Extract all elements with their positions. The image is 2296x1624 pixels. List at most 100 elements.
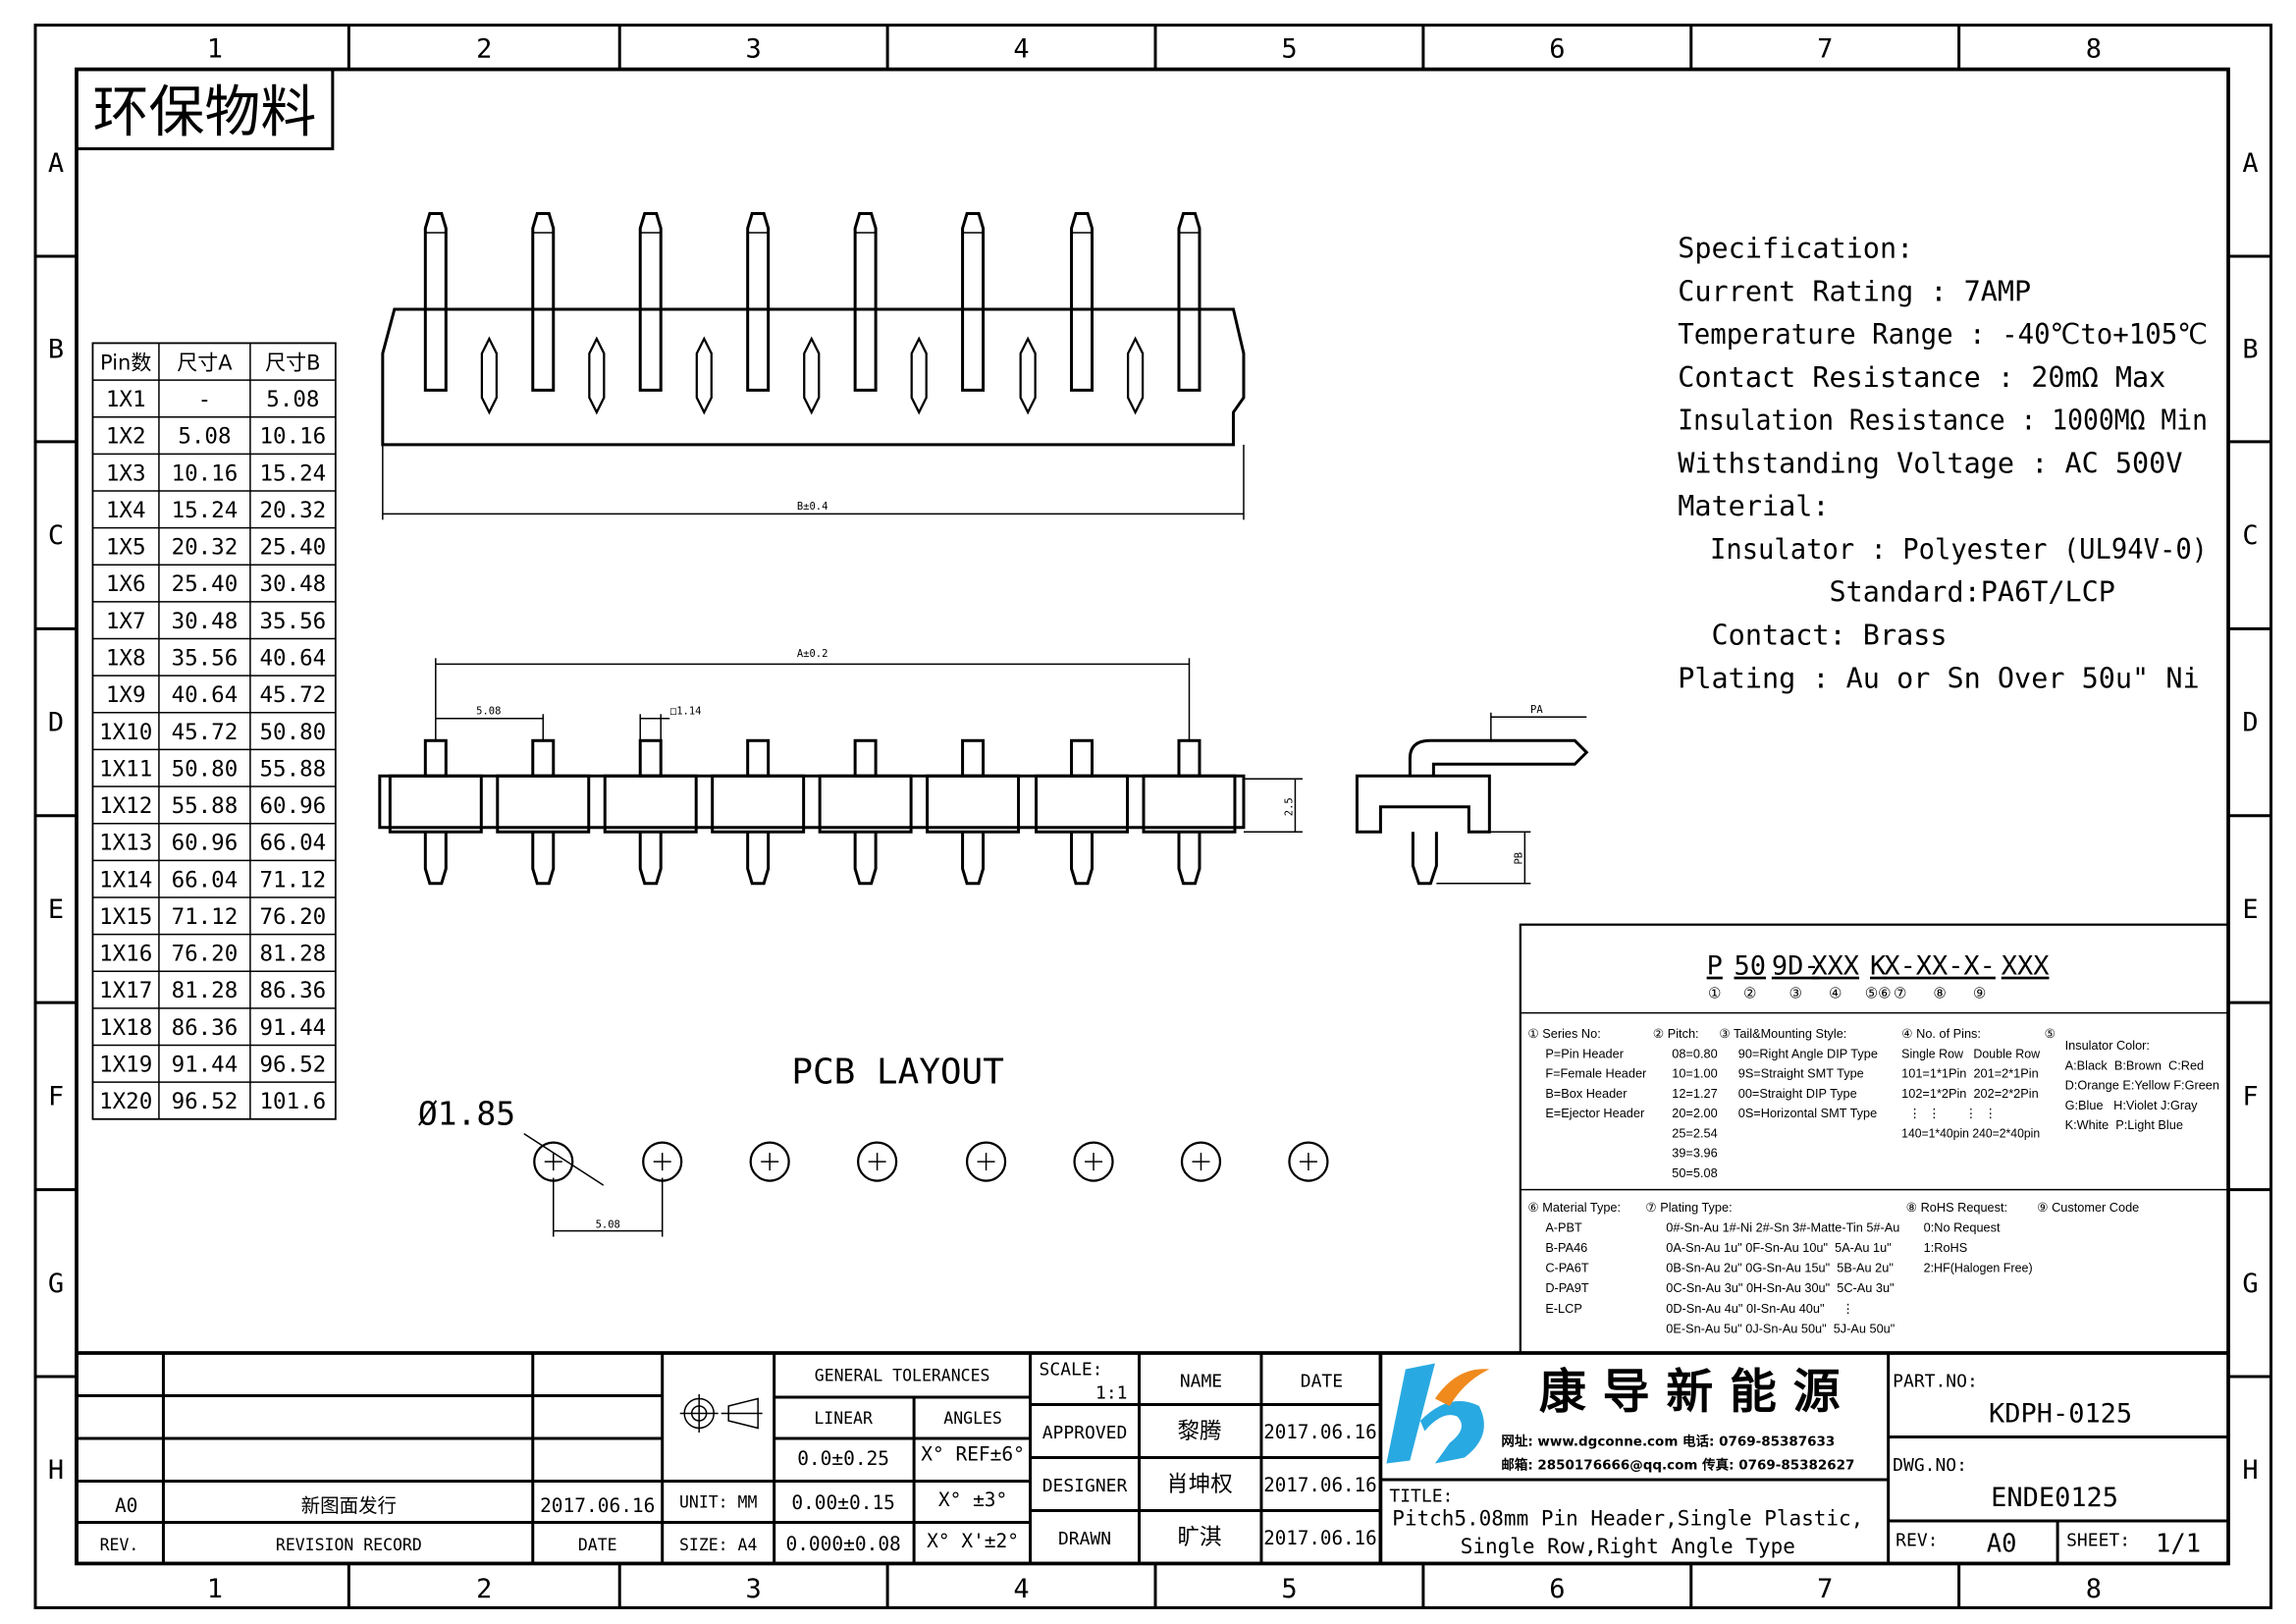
pcb-pitch-label: 5.08 [596,1219,620,1231]
legend-text: E=Ejector Header [1545,1106,1645,1120]
body-notch [1019,336,1037,415]
table-cell: 35.56 [172,646,239,672]
spec-line: Insulation Resistance : 1000MΩ Min [1678,405,2208,437]
sheet-value: 1/1 [2156,1529,2201,1558]
pin [531,212,556,392]
sheet-label: SHEET: [2066,1530,2130,1550]
body-notch [695,336,713,415]
part-code-index: ⑧ [1933,985,1946,1002]
sign-role: APPROVED [1042,1423,1128,1443]
table-cell: 45.72 [260,682,327,708]
part-code-segment: X- [1884,951,1915,982]
column-label: 1 [207,34,223,65]
legend-text: 50=5.08 [1672,1165,1717,1180]
table-cell: 1X6 [106,571,146,597]
row-label: D [2242,708,2258,738]
part-code-index: ② [1743,985,1756,1002]
pin-top [746,738,771,778]
table-border [91,342,337,1120]
pin-top [638,738,663,778]
pcb-hole [1288,1141,1329,1182]
housing-block [496,774,591,834]
angle-tol-2: X° ±3° [938,1489,1007,1511]
part-code-index: ③ [1789,985,1801,1002]
pin [638,212,663,392]
row-label: H [48,1455,64,1486]
column-label: 8 [2086,34,2102,65]
pin-tail [853,832,878,886]
legend-text: 0B-Sn-Au 2u" 0G-Sn-Au 15u" 5B-Au 2u" [1666,1261,1894,1275]
body-notch [480,336,499,415]
sign-date: 2017.06.16 [1263,1527,1376,1549]
housing-block [818,774,913,834]
part-code-index: ① [1708,985,1721,1002]
column-label: 7 [1817,34,1833,65]
table-cell: 50.80 [172,756,239,782]
column-label: 1 [207,1574,223,1604]
table-cell: 76.20 [172,942,239,967]
drawing-title-line1: Pitch5.08mm Pin Header,Single Plastic, [1392,1506,1863,1530]
pin-top [423,738,448,778]
table-cell: 1X20 [99,1089,152,1114]
row-label: E [2242,894,2258,925]
pin-top [1177,738,1201,778]
table-cell: 71.12 [260,867,327,893]
spec-line: Material: [1678,490,1829,522]
pcb-pitch-dimension: 5.08 [523,1132,664,1237]
dim-pitch-label: 5.08 [476,705,501,717]
column-label: 3 [746,1574,762,1604]
table-cell: 1X3 [106,460,146,486]
linear-header: LINEAR [814,1409,873,1428]
row-label: F [2242,1081,2258,1111]
table-cell: 1X1 [106,387,146,412]
pcb-hole [857,1141,898,1182]
sign-role: DRAWN [1058,1529,1111,1549]
table-cell: 20.32 [172,535,239,561]
legend-text: E-LCP [1545,1301,1582,1316]
column-label: 2 [476,34,492,65]
legend-text: Insulator Color: [2065,1038,2150,1053]
row-label: C [2242,520,2258,551]
legend-text: A:Black B:Brown C:Red [2065,1057,2205,1072]
spec-line: Temperature Range : -40℃to+105℃ [1678,318,2208,351]
legend-text: Single Row Double Row [1901,1046,2041,1060]
pin [1070,212,1095,392]
legend-text: K:White P:Light Blue [2065,1117,2183,1132]
legend-text: ⑨ Customer Code [2037,1200,2139,1215]
column-label: 4 [1013,1574,1029,1604]
part-code-index: ⑤⑥ [1865,985,1892,1002]
legend-text: B=Box Header [1545,1086,1628,1101]
legend-text: ⑦ Plating Type: [1645,1200,1732,1215]
legend-text: P=Pin Header [1545,1046,1624,1060]
table-cell: 1X7 [106,609,146,634]
company-logo [1386,1363,1490,1464]
table-cell: 55.88 [172,793,239,819]
row-label: F [48,1081,64,1111]
spec-line: Current Rating : 7AMP [1678,275,2031,307]
pin [853,212,878,392]
row-label: A [48,148,64,179]
spec-line: Insulator : Polyester (UL94V-0) [1678,533,2208,566]
legend-text: 0D-Sn-Au 4u" 0I-Sn-Au 40u" ⋮ [1666,1301,1854,1316]
row-label: G [48,1269,64,1299]
legend-text: ⑧ RoHS Request: [1906,1200,2007,1215]
table-cell: 1X9 [106,682,146,708]
hole-diameter-label: Ø1.85 [418,1095,515,1133]
revision-date: 2017.06.16 [540,1494,655,1517]
company-name: 康 导 新 能 源 [1539,1364,1841,1419]
header-body [378,774,1246,830]
legend-text: 12=1.27 [1672,1086,1717,1101]
sign-role: DESIGNER [1042,1476,1128,1496]
legend-text: 9S=Straight SMT Type [1738,1066,1864,1081]
legend-text: ⑥ Material Type: [1527,1200,1621,1215]
legend-text: 0C-Sn-Au 3u" 0H-Sn-Au 30u" 5C-Au 3u" [1666,1280,1894,1295]
part-code-segment: XX- [1916,951,1964,982]
title-block-text: A0 新图面发行 2017.06.16 REV. REVISION RECORD… [100,1360,2201,1559]
table-cell: 1X11 [99,756,152,782]
row-label: A [2242,148,2258,179]
table-cell: 30.48 [172,609,239,634]
legend-text: D:Orange E:Yellow F:Green [2065,1078,2219,1093]
table-cell: 1X15 [99,904,152,930]
legend-text: C-PA6T [1545,1261,1589,1275]
